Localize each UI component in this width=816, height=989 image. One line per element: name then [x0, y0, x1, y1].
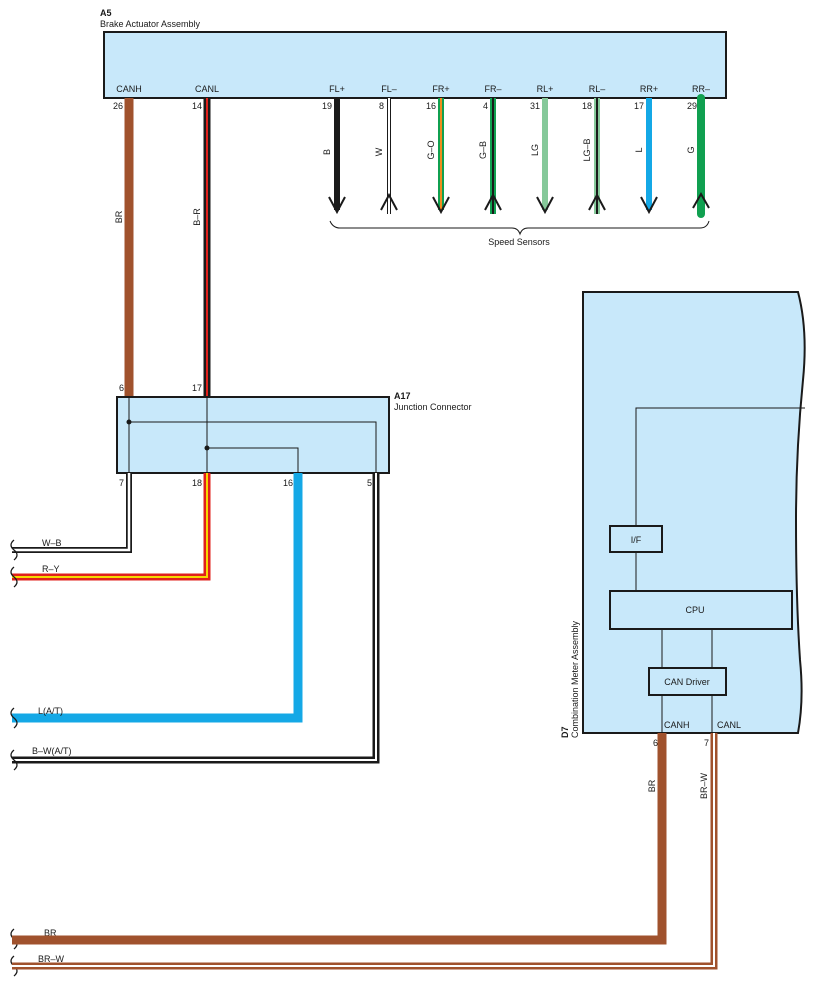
d7-internal-lines — [635, 407, 805, 733]
a17-pin-6: 6 — [119, 383, 124, 393]
a5-pin-num-16: 16 — [426, 101, 436, 111]
d7-name: Combination Meter Assembly — [570, 620, 580, 738]
d7-canl-label: CANL — [717, 720, 741, 730]
a5-name: Brake Actuator Assembly — [100, 19, 201, 29]
d7-code: D7 — [560, 726, 570, 738]
a5-pin-label-fr-plus: FR+ — [432, 84, 449, 94]
d7-can-driver-block — [648, 667, 727, 696]
wire-label-lg: LG — [530, 144, 540, 156]
wire-b-w-at — [12, 473, 380, 764]
a5-pin-num-14: 14 — [192, 101, 202, 111]
wire-label-g: G — [686, 146, 696, 153]
wire-l-at — [12, 473, 303, 723]
a17-pin-17: 17 — [192, 383, 202, 393]
a5-pin-num-17: 17 — [634, 101, 644, 111]
a5-pin-label-fr-minus: FR– — [484, 84, 501, 94]
a5-box — [103, 31, 727, 99]
d7-can-driver-label: CAN Driver — [664, 677, 710, 687]
wire-rl-minus — [588, 98, 606, 214]
d7-cpu-label: CPU — [685, 605, 704, 615]
d7-if-block — [609, 525, 663, 553]
wire-label-g-o: G–O — [426, 140, 436, 159]
left-wire-label-b-w-at: B–W(A/T) — [32, 746, 72, 756]
wire-label-br-canh: BR — [114, 210, 124, 223]
d7-wire-label-br-w: BR–W — [699, 773, 709, 800]
a5-pin-num-29: 29 — [687, 101, 697, 111]
a17-name: Junction Connector — [394, 402, 472, 412]
wire-rr-plus — [640, 98, 658, 215]
a5-pin-num-8: 8 — [379, 101, 384, 111]
wire-fr-plus — [432, 98, 450, 215]
a5-pin-label-rl-minus: RL– — [589, 84, 606, 94]
wire-d7-br-w — [12, 733, 718, 970]
a5-pin-label-rr-minus: RR– — [692, 84, 710, 94]
left-wire-label-w-b: W–B — [42, 538, 62, 548]
d7-box — [582, 291, 806, 734]
a5-pin-label-fl-plus: FL+ — [329, 84, 345, 94]
wire-label-lg-b: LG–B — [582, 138, 592, 161]
left-wire-label-r-y: R–Y — [42, 564, 60, 574]
wire-label-w: W — [374, 147, 384, 156]
a17-pin-7: 7 — [119, 478, 124, 488]
left-wire-label-l-at: L(A/T) — [38, 706, 63, 716]
d7-wire-label-br: BR — [647, 779, 657, 792]
wire-rr-minus — [692, 94, 710, 218]
a17-code: A17 — [394, 391, 411, 401]
a17-pin-16: 16 — [283, 478, 293, 488]
a5-pin-label-canl: CANL — [195, 84, 219, 94]
a5-pin-num-31: 31 — [530, 101, 540, 111]
d7-pin-7: 7 — [704, 738, 709, 748]
a17-splice-dot-canl — [204, 445, 210, 451]
a17-internal-bus — [128, 397, 377, 473]
wire-fr-minus — [484, 98, 502, 214]
a17-splice-dot-canh — [126, 419, 132, 425]
wire-d7-br — [12, 733, 667, 945]
a17-box — [116, 396, 390, 474]
left-wire-label-br-w: BR–W — [38, 954, 65, 964]
wire-label-b-r: B–R — [192, 208, 202, 226]
a5-pin-num-18: 18 — [582, 101, 592, 111]
a17-pin-18: 18 — [192, 478, 202, 488]
wire-r-y — [12, 473, 211, 581]
wire-fl-plus — [328, 98, 346, 215]
speed-sensors-brace — [329, 220, 710, 236]
wire-label-g-b: G–B — [478, 141, 488, 159]
wire-rl-plus — [536, 98, 554, 215]
a5-pin-label-rr-plus: RR+ — [640, 84, 658, 94]
a5-code: A5 — [100, 8, 112, 18]
a5-pin-num-4: 4 — [483, 101, 488, 111]
a5-pin-label-canh: CANH — [116, 84, 142, 94]
a17-pin-5: 5 — [367, 478, 372, 488]
wire-label-l: L — [634, 147, 644, 152]
a5-pin-num-26: 26 — [113, 101, 123, 111]
d7-cpu-block — [609, 590, 793, 630]
speed-sensors-label: Speed Sensors — [488, 237, 550, 247]
wire-w-b — [12, 473, 132, 553]
wire-fl-minus — [380, 98, 398, 214]
left-wire-label-br: BR — [44, 928, 57, 938]
a5-pin-label-rl-plus: RL+ — [537, 84, 554, 94]
d7-if-label: I/F — [631, 535, 642, 545]
a5-pin-num-19: 19 — [322, 101, 332, 111]
a5-pin-label-fl-minus: FL– — [381, 84, 397, 94]
d7-canh-label: CANH — [664, 720, 690, 730]
d7-pin-6: 6 — [653, 738, 658, 748]
wire-label-b: B — [322, 149, 332, 155]
